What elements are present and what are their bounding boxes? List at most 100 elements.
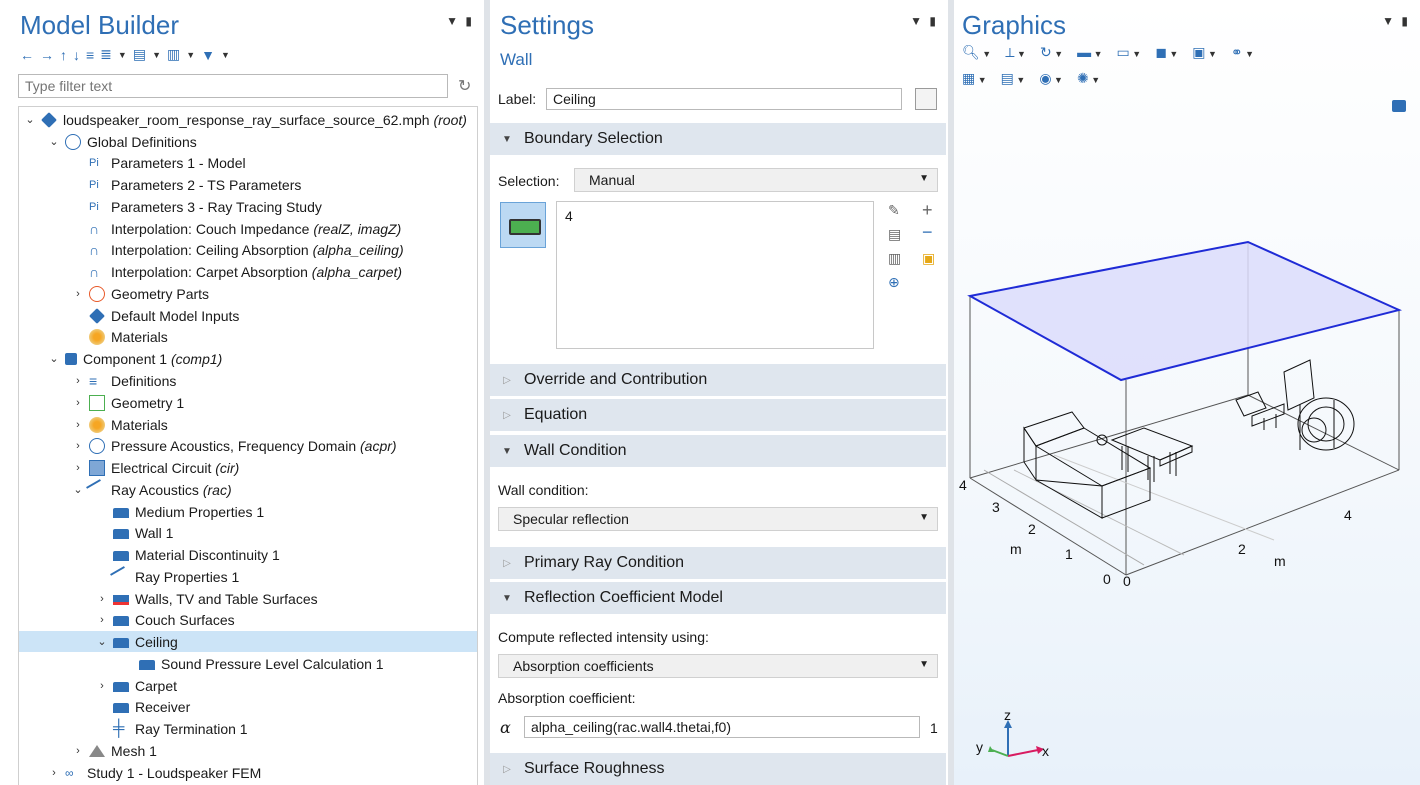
tree-node-pressure-acoustics[interactable]: ›Pressure Acoustics, Frequency Domain (a… <box>19 435 477 456</box>
chevron-right-icon[interactable]: › <box>100 679 104 692</box>
tree-node-walls-tv-table[interactable]: ›Walls, TV and Table Surfaces <box>19 588 477 609</box>
section-boundary-selection[interactable]: ▼Boundary Selection <box>490 123 946 155</box>
clear-selection-icon[interactable]: ▣ <box>922 250 936 266</box>
absorption-coefficient-input[interactable] <box>524 716 920 738</box>
tree-node-ray-acoustics[interactable]: ⌄Ray Acoustics (rac) <box>19 478 477 501</box>
axis-orientation-icon[interactable]: ⟂ ▼ <box>1005 44 1026 60</box>
back-icon[interactable]: ← <box>20 46 34 63</box>
chevron-right-icon[interactable]: › <box>76 396 80 409</box>
tree-node-interp-couch[interactable]: ∩Interpolation: Couch Impedance (realZ, … <box>89 220 402 237</box>
tree-node-materials[interactable]: ›Materials <box>19 414 477 435</box>
show-icon[interactable]: ≡ <box>86 46 95 63</box>
chevron-down-icon[interactable]: ⌄ <box>49 136 59 148</box>
render-icon[interactable]: ✺ ▼ <box>1076 70 1101 86</box>
paste-icon[interactable]: ▥ <box>888 250 902 266</box>
section-equation[interactable]: ▷Equation <box>490 399 946 431</box>
wireframe-icon[interactable]: ▦ ▼ <box>962 70 987 86</box>
reflected-intensity-dropdown[interactable]: Absorption coefficients▼ <box>498 654 938 678</box>
chevron-down-icon[interactable]: ⌄ <box>73 484 83 496</box>
tree-node-electrical-circuit[interactable]: ›Electrical Circuit (cir) <box>19 457 477 478</box>
chevron-down-icon[interactable]: ⌄ <box>25 114 35 126</box>
copy-icon[interactable]: ▤ <box>888 226 902 242</box>
tree-node-global-definitions[interactable]: ⌄Global Definitions <box>19 131 477 152</box>
link-icon[interactable]: ⚭ ▼ <box>1230 44 1255 60</box>
zoom-selection-icon[interactable]: ⊕ <box>888 274 900 290</box>
tree-node-root[interactable]: ⌄loudspeaker_room_response_ray_surface_s… <box>19 109 477 130</box>
section-reflection-coefficient-model[interactable]: ▼Reflection Coefficient Model <box>490 582 946 614</box>
select-object-icon[interactable]: ▭ ▼ <box>1116 44 1142 60</box>
tree-node-geometry-1[interactable]: ›Geometry 1 <box>19 392 477 413</box>
chevron-right-icon[interactable]: › <box>76 439 80 452</box>
tree-node-material-discontinuity-1[interactable]: Material Discontinuity 1 <box>19 544 477 565</box>
forward-icon[interactable]: → <box>40 46 54 63</box>
section-override-contribution[interactable]: ▷Override and Contribution <box>490 364 946 396</box>
selection-list[interactable]: 4 <box>556 201 874 349</box>
grid-icon[interactable]: ▤ ▼ <box>1000 70 1026 86</box>
zoom-icon[interactable]: 🔍︎ ▼ <box>962 44 992 60</box>
tree-node-ceiling[interactable]: ⌄Ceiling <box>19 631 477 652</box>
label-edit-icon[interactable] <box>915 88 937 110</box>
collapse-icon[interactable]: ≣ <box>100 46 112 62</box>
tree-node-spl-calculation-1[interactable]: Sound Pressure Level Calculation 1 <box>19 653 477 674</box>
selection-dropdown[interactable]: Manual▼ <box>574 168 938 192</box>
selection-item[interactable]: 4 <box>565 208 573 224</box>
scene-light-icon[interactable]: ◉ ▼ <box>1039 70 1063 86</box>
wall-condition-dropdown[interactable]: Specular reflection▼ <box>498 507 938 531</box>
expand-icon[interactable]: ▤ <box>132 46 147 62</box>
tree-node-ray-termination-1[interactable]: ╪Ray Termination 1 <box>113 719 248 737</box>
chevron-right-icon[interactable]: › <box>76 744 80 757</box>
tree-node-geometry-parts[interactable]: ›Geometry Parts <box>19 283 477 304</box>
pane-pin-icon[interactable]: ▼ ▮ <box>910 14 938 28</box>
chevron-right-icon[interactable]: › <box>52 766 56 779</box>
tree-node-study-1[interactable]: ›∞Study 1 - Loudspeaker FEM <box>19 762 477 783</box>
chevron-down-icon[interactable]: ⌄ <box>49 353 59 365</box>
filter-dropdown-icon[interactable]: ▼ <box>201 46 215 63</box>
label-input[interactable] <box>546 88 902 110</box>
chevron-right-icon[interactable]: › <box>76 418 80 431</box>
rotate-view-icon[interactable]: ↻ ▼ <box>1039 44 1064 60</box>
chevron-right-icon[interactable]: › <box>76 374 80 387</box>
section-primary-ray-condition[interactable]: ▷Primary Ray Condition <box>490 547 946 579</box>
tree-node-ray-properties-1[interactable]: Ray Properties 1 <box>19 565 477 588</box>
move-down-icon[interactable]: ↓ <box>73 46 80 63</box>
section-surface-roughness[interactable]: ▷Surface Roughness <box>490 753 946 785</box>
tree-node-mesh-1[interactable]: ›Mesh 1 <box>19 740 477 761</box>
tree-filter-input[interactable] <box>18 74 448 98</box>
tree-node-carpet[interactable]: ›Carpet <box>19 675 477 696</box>
remove-icon[interactable]: − <box>922 222 933 242</box>
section-wall-condition[interactable]: ▼Wall Condition <box>490 435 946 467</box>
tree-node-component-1[interactable]: ⌄Component 1 (comp1) <box>19 348 477 369</box>
pane-pin-icon[interactable]: ▼ ▮ <box>1382 14 1410 28</box>
tree-node-receiver[interactable]: Receiver <box>19 696 477 717</box>
chevron-right-icon[interactable]: › <box>76 461 80 474</box>
paint-icon[interactable]: ✎ <box>888 202 900 218</box>
tree-node-global-materials[interactable]: Materials <box>19 326 477 347</box>
sort-icon[interactable]: ▥ <box>166 46 181 62</box>
tree-node-default-model-inputs[interactable]: Default Model Inputs <box>19 305 477 326</box>
tree-node-definitions[interactable]: ›≡Definitions <box>19 370 477 391</box>
tree-node-interp-carpet[interactable]: ∩Interpolation: Carpet Absorption (alpha… <box>89 263 403 280</box>
chevron-right-icon[interactable]: › <box>100 613 104 626</box>
tree-node-medium-properties-1[interactable]: Medium Properties 1 <box>19 501 477 522</box>
hide-icon[interactable]: ▣ ▼ <box>1192 44 1217 60</box>
chevron-right-icon[interactable]: › <box>100 592 104 605</box>
ceiling-boundary[interactable] <box>967 240 1403 382</box>
chevron-right-icon[interactable]: › <box>76 287 80 300</box>
graphics-canvas[interactable]: 4 3 2 m 1 0 0 2 m 4 z y x <box>954 0 1420 785</box>
add-icon[interactable]: + <box>922 200 933 220</box>
transparency-icon[interactable]: ◼ ▼ <box>1155 44 1179 60</box>
tree-node-interp-ceiling[interactable]: ∩Interpolation: Ceiling Absorption (alph… <box>89 241 404 258</box>
move-up-icon[interactable]: ↑ <box>60 46 67 63</box>
pane-pin-icon[interactable]: ▼ ▮ <box>446 14 474 28</box>
chevron-down-icon[interactable]: ⌄ <box>97 636 107 648</box>
tree-node-couch-surfaces[interactable]: ›Couch Surfaces <box>19 609 477 630</box>
camera-icon[interactable] <box>1392 100 1406 112</box>
select-boundary-icon[interactable]: ▬ ▼ <box>1077 44 1103 60</box>
refresh-icon[interactable]: ↻ <box>458 78 472 95</box>
active-selection-toggle[interactable] <box>500 202 546 248</box>
tree-node-wall-1[interactable]: Wall 1 <box>19 522 477 543</box>
y-axis-unit: m <box>1010 541 1022 557</box>
